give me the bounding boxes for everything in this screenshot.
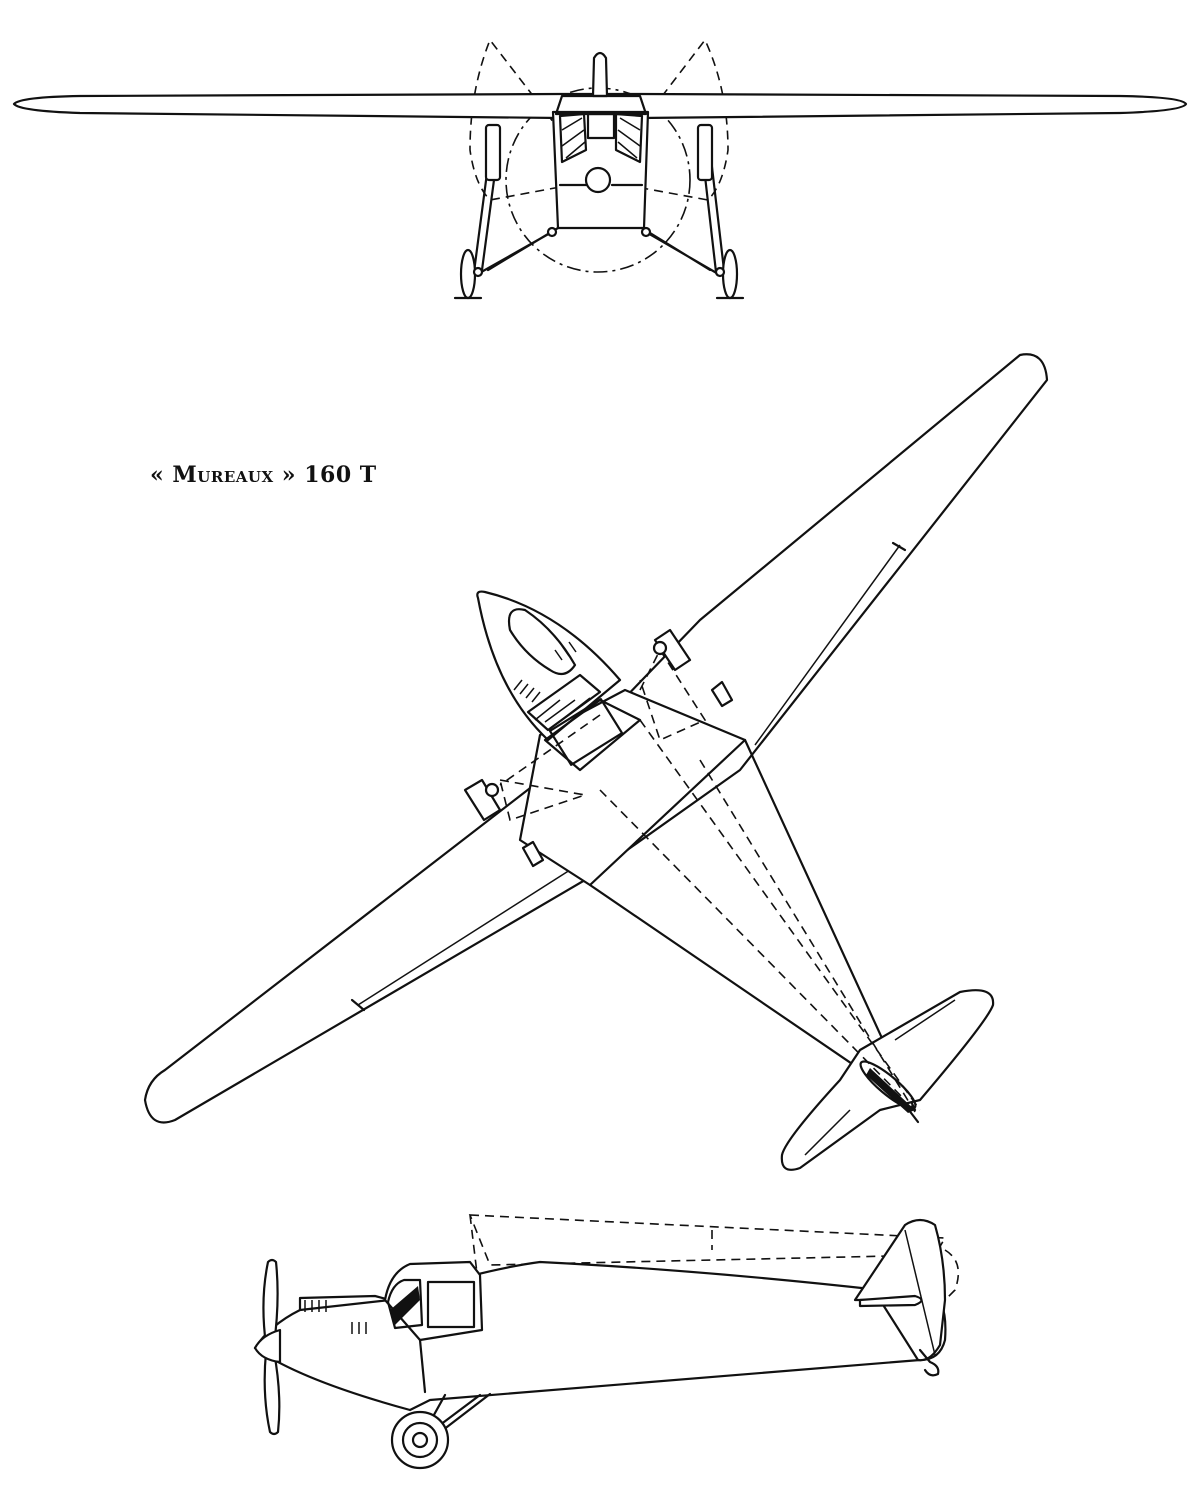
plan-wheel-hub-left bbox=[484, 782, 500, 798]
front-view bbox=[12, 38, 1188, 300]
plan-strut-fitting-right bbox=[710, 680, 734, 708]
propeller-blade-left bbox=[469, 38, 600, 201]
plan-gear-fitting-right bbox=[653, 628, 692, 672]
front-shock-absorber-right bbox=[696, 123, 714, 182]
side-fin-line bbox=[904, 1229, 936, 1356]
caption-aircraft-name: Mureaux bbox=[172, 462, 274, 488]
side-door-line bbox=[418, 1338, 427, 1394]
aircraft-caption: « Mureaux » 160 T bbox=[150, 462, 377, 488]
plan-gear-fitting-left bbox=[463, 778, 502, 822]
side-tailplane bbox=[858, 1294, 923, 1308]
plan-aileron-line-left bbox=[357, 869, 571, 1006]
front-axle-left bbox=[472, 266, 484, 278]
plan-control-cables bbox=[599, 719, 921, 1113]
side-cabin-window-hatch bbox=[390, 1286, 420, 1325]
plan-fuselage bbox=[518, 688, 747, 887]
front-axle-right bbox=[714, 266, 726, 278]
plan-elevator-line bbox=[804, 999, 956, 1156]
side-engine-cowl bbox=[298, 1294, 392, 1312]
front-window-hatch-left bbox=[561, 117, 586, 159]
front-window-hatch-right bbox=[617, 117, 641, 159]
side-propeller-lower bbox=[263, 1350, 281, 1436]
front-fin bbox=[591, 51, 609, 98]
front-strut-joint-right bbox=[640, 226, 652, 238]
caption-close-quote: » bbox=[281, 462, 297, 488]
side-spinner bbox=[253, 1328, 282, 1364]
side-propeller-upper bbox=[262, 1258, 279, 1347]
plan-cabin-window bbox=[548, 698, 624, 766]
front-window-right bbox=[614, 112, 644, 164]
plan-tailplane bbox=[780, 989, 995, 1171]
side-tail-skid bbox=[918, 1348, 940, 1377]
side-fuselage bbox=[253, 1260, 947, 1412]
caption-open-quote: « bbox=[150, 462, 165, 488]
front-strut-joint-left bbox=[546, 226, 558, 238]
front-gear-strut-left bbox=[474, 226, 560, 277]
side-cabin-window-rear bbox=[426, 1280, 476, 1329]
plan-wing-strut-right bbox=[639, 649, 707, 742]
plan-wing-strut-left bbox=[498, 778, 586, 822]
front-wing bbox=[12, 92, 1188, 120]
front-shock-absorber-left bbox=[484, 123, 502, 182]
caption-model-number: 160 T bbox=[304, 462, 377, 488]
front-gear-strut-right bbox=[640, 226, 722, 277]
plan-strut-fitting-left bbox=[521, 840, 545, 868]
side-wheel-hub bbox=[411, 1431, 429, 1449]
plan-cowl-scoop bbox=[507, 608, 577, 676]
front-windshield bbox=[586, 112, 616, 140]
plan-view bbox=[143, 353, 1049, 1171]
plan-tail-hook bbox=[903, 1103, 920, 1124]
front-cabin-roof bbox=[554, 94, 648, 116]
front-wheel-left bbox=[459, 248, 477, 300]
plan-rudder-hatch bbox=[866, 1068, 915, 1113]
front-spinner bbox=[584, 166, 612, 194]
side-cabin-window-front bbox=[386, 1278, 424, 1330]
plan-exhaust-stubs bbox=[513, 641, 577, 703]
front-wheel-right bbox=[721, 248, 739, 300]
front-window-left bbox=[558, 112, 588, 164]
plan-rudder bbox=[859, 1060, 917, 1110]
plan-windshield bbox=[526, 673, 602, 732]
plan-wheel-hub-right bbox=[652, 640, 668, 656]
plan-aileron-line-right bbox=[754, 544, 901, 746]
side-cowl-vents bbox=[304, 1300, 367, 1334]
plan-windshield-hatch bbox=[534, 697, 591, 726]
side-view bbox=[253, 1214, 960, 1470]
side-rudder-dash bbox=[944, 1249, 960, 1301]
